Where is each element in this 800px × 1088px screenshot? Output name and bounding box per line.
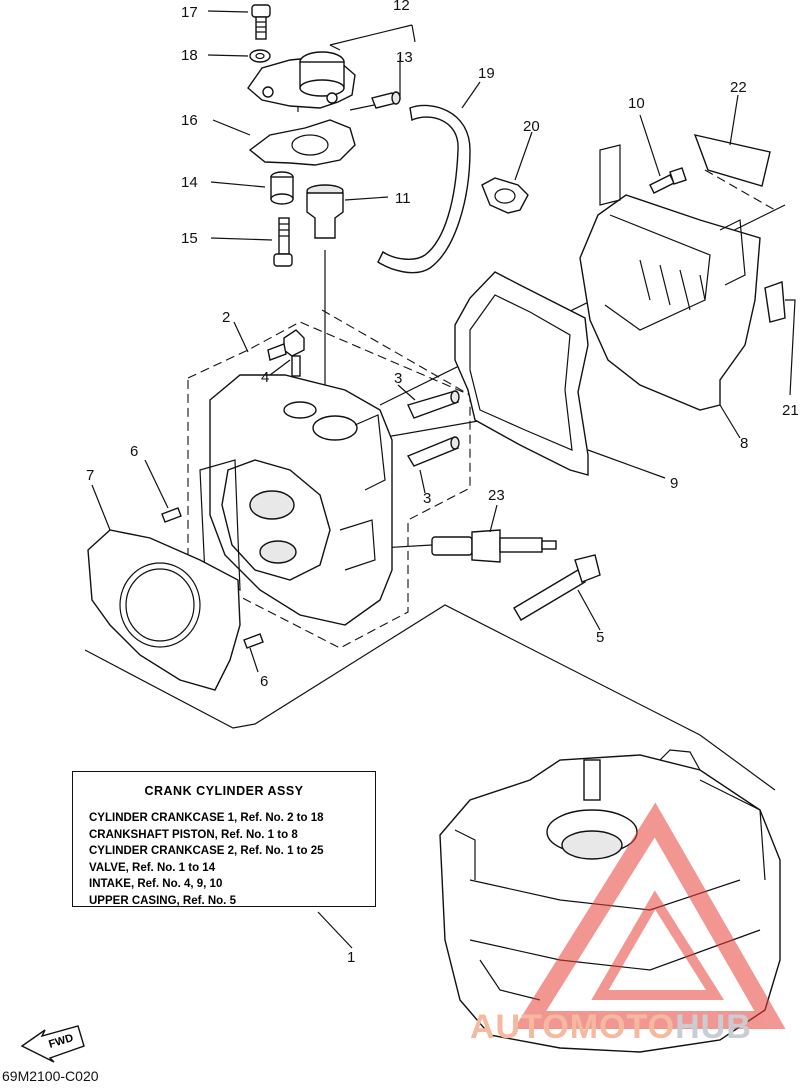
part-6-dowel-upper: [161, 507, 182, 523]
callout-4: 4: [261, 369, 269, 386]
part-18-washer: [249, 49, 271, 63]
part-2-cylinder-block: [199, 374, 393, 626]
callout-5: 5: [596, 629, 604, 646]
part-3-pin-lower: [406, 436, 460, 467]
watermark-part-moto: MOTO: [569, 1008, 676, 1046]
legend-line: CRANKSHAFT PISTON, Ref. No. 1 to 8: [89, 828, 298, 841]
callout-12: 12: [393, 0, 410, 14]
part-12-thermostat-cover: [247, 51, 356, 109]
drawing-code: 69M2100-C020: [2, 1068, 99, 1084]
part-5-long-bolt: [513, 554, 601, 621]
part-15-bolt: [273, 217, 293, 267]
part-6-dowel-lower: [243, 633, 264, 649]
watermark-text: AUTOMOTOHUB: [470, 1008, 752, 1047]
part-20-clip: [481, 177, 529, 214]
group-outline-head: [321, 309, 471, 396]
legend-line: CYLINDER CRANKCASE 2, Ref. No. 1 to 25: [89, 845, 324, 858]
part-13-plug: [371, 91, 401, 109]
callout-10: 10: [628, 95, 645, 112]
fwd-arrow-icon: FWD: [20, 1025, 85, 1063]
callout-labels: 17 12 18 13 19 22 10 16 20 14 11 15 2 4 …: [86, 0, 799, 966]
callout-9: 9: [670, 475, 678, 492]
part-17-bolt: [251, 4, 271, 40]
legend-line: VALVE, Ref. No. 1 to 14: [89, 861, 216, 874]
callout-21: 21: [782, 402, 799, 419]
callout-2: 2: [222, 309, 230, 326]
watermark-part-hub: HUB: [675, 1008, 752, 1046]
part-9-gasket-inner: [469, 294, 573, 451]
part-22-label: [693, 134, 771, 187]
part-7-head-gasket: [87, 529, 241, 691]
group-outline-cylinder: [187, 321, 471, 649]
callout-19: 19: [478, 65, 495, 82]
callout-23: 23: [488, 487, 505, 504]
leader-lines: [91, 10, 796, 949]
callout-6-upper: 6: [130, 443, 138, 460]
callout-20: 20: [523, 118, 540, 135]
legend-box: CRANK CYLINDER ASSY CYLINDER CRANKCASE 1…: [72, 771, 376, 907]
legend-line: CYLINDER CRANKCASE 1, Ref. No. 2 to 18: [89, 812, 324, 824]
callout-16: 16: [181, 112, 198, 129]
callout-8: 8: [740, 435, 748, 452]
automotohub-logo-icon: [513, 802, 786, 1029]
callout-1: 1: [347, 949, 355, 966]
callout-6-lower: 6: [260, 673, 268, 690]
legend-line: INTAKE, Ref. No. 4, 9, 10: [89, 878, 223, 891]
callout-22: 22: [730, 79, 747, 96]
part-16-gasket: [248, 119, 356, 166]
legend-title: CRANK CYLINDER ASSY: [144, 784, 304, 798]
callout-11: 11: [395, 190, 411, 207]
part-23-spark-plug: [431, 529, 557, 563]
callout-7: 7: [86, 467, 94, 484]
callout-13: 13: [396, 49, 413, 66]
part-10-bolt: [649, 167, 687, 194]
part-16-gasket-hole: [291, 134, 329, 156]
part-4-fitting: [267, 329, 305, 377]
callout-3-upper: 3: [394, 370, 402, 387]
part-9-gasket: [454, 271, 589, 476]
legend-list: CYLINDER CRANKCASE 1, Ref. No. 2 to 18 C…: [89, 810, 324, 910]
part-8-intake-manifold: [579, 144, 761, 411]
callout-17: 17: [181, 4, 198, 21]
part-14-sleeve: [270, 171, 294, 205]
callout-15: 15: [181, 230, 198, 247]
callout-14: 14: [181, 174, 198, 191]
part-11-thermostat: [306, 184, 344, 239]
callout-18: 18: [181, 47, 198, 64]
watermark-part-auto: AUTO: [470, 1008, 570, 1046]
part-19-hose: [377, 104, 471, 274]
callout-3-lower: 3: [423, 490, 431, 507]
part-21-plate: [764, 281, 786, 323]
part-3-pin-upper: [407, 390, 460, 419]
legend-line: UPPER CASING, Ref. No. 5: [89, 894, 236, 907]
